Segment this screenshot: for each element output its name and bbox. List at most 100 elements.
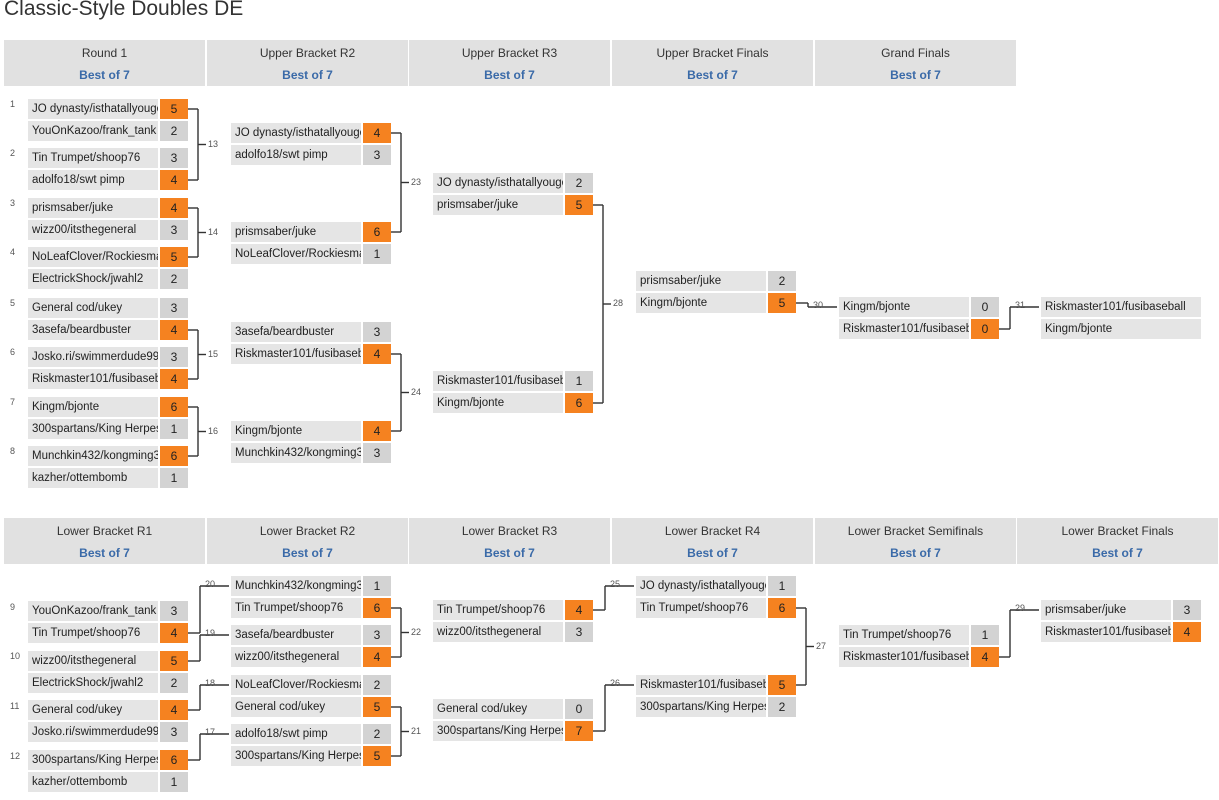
best-of-label: Best of 7 [282, 68, 333, 82]
score: 3 [160, 148, 188, 168]
team-name: kazher/ottembomb [28, 772, 158, 792]
team-name: Riskmaster101/fusibaseball [839, 319, 969, 339]
match-number: 2 [10, 148, 16, 158]
team-name: wizz00/itsthegeneral [28, 220, 158, 240]
team-name: 300spartans/King Herpes [231, 746, 361, 766]
score: 3 [1173, 600, 1201, 620]
score: 3 [363, 145, 391, 165]
team-name: Josko.ri/swimmerdude99 [28, 722, 158, 742]
score: 0 [971, 297, 999, 317]
team-name: ElectrickShock/jwahl2 [28, 673, 158, 693]
winner-score: 5 [160, 247, 188, 267]
score: 3 [160, 220, 188, 240]
match-24-slot-1[interactable]: Riskmaster101/fusibaseball1 [433, 371, 593, 391]
team-name: General cod/ukey [433, 699, 563, 719]
team-name: Tin Trumpet/shoop76 [28, 623, 158, 643]
team-name: Riskmaster101/fusibaseball [28, 369, 158, 389]
match-14-slot-2[interactable]: NoLeafClover/Rockiesmanvs1 [231, 244, 391, 264]
match-4-slot-1[interactable]: NoLeafClover/Rockiesmanvs5 [28, 247, 188, 267]
score: 0 [565, 699, 593, 719]
match-18-slot-1[interactable]: NoLeafClover/Rockiesmanvs2 [231, 675, 391, 695]
team-name: adolfo18/swt pimp [231, 145, 361, 165]
match-number: 31 [1015, 300, 1026, 310]
team-name: General cod/ukey [28, 298, 158, 318]
match-29-slot-2[interactable]: Riskmaster101/fusibaseball4 [1041, 622, 1201, 642]
score: 2 [160, 673, 188, 693]
team-name: wizz00/itsthegeneral [231, 647, 361, 667]
winner-score: 4 [363, 123, 391, 143]
match-15-slot-2[interactable]: Riskmaster101/fusibaseball4 [231, 344, 391, 364]
round-name: Lower Bracket R3 [461, 524, 558, 538]
team-name: prismsaber/juke [231, 222, 361, 242]
team-name: Munchkin432/kongming3 [231, 576, 361, 596]
match-number: 4 [10, 247, 16, 257]
round-name: Lower Bracket R2 [259, 524, 356, 538]
team-name: ElectrickShock/jwahl2 [28, 269, 158, 289]
match-26-slot-1[interactable]: Riskmaster101/fusibaseball5 [636, 675, 796, 695]
best-of-label: Best of 7 [79, 546, 130, 560]
match-31-slot-2[interactable]: Kingm/bjonte [1041, 319, 1201, 339]
match-number: 28 [613, 298, 624, 308]
match-6-slot-2[interactable]: Riskmaster101/fusibaseball4 [28, 369, 188, 389]
match-27-slot-2[interactable]: Riskmaster101/fusibaseball4 [839, 647, 999, 667]
score: 3 [160, 347, 188, 367]
team-name: kazher/ottembomb [28, 468, 158, 488]
team-name: 3asefa/beardbuster [28, 320, 158, 340]
match-30-slot-2[interactable]: Riskmaster101/fusibaseball0 [839, 319, 999, 339]
team-name: Kingm/bjonte [231, 421, 361, 441]
match-31-slot-1[interactable]: Riskmaster101/fusibaseball [1041, 297, 1201, 317]
